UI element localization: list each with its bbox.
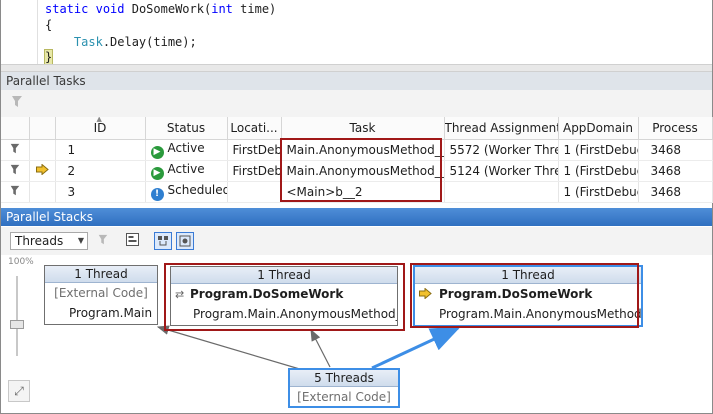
stack-frame[interactable]: Program.Main.AnonymousMethod__0 [193, 307, 397, 321]
parallel-tasks-grid: ▲ID Status Locati... Task Thread Assignm… [1, 117, 713, 203]
stack-frame[interactable]: [External Code] [54, 286, 148, 300]
task-id: 1 [55, 139, 146, 161]
flag-icon[interactable] [1, 160, 30, 182]
col-process[interactable]: Process [638, 117, 713, 140]
node-header: 1 Thread [415, 267, 641, 284]
zoom-rail [16, 276, 18, 356]
col-flag[interactable] [1, 117, 30, 140]
col-current[interactable] [29, 117, 56, 140]
col-appdomain[interactable]: AppDomain [558, 117, 639, 140]
stack-frame[interactable]: Program.Main [69, 306, 153, 320]
table-row[interactable]: 1 ▶Active FirstDeb Main.AnonymousMethod_… [1, 139, 713, 161]
thread-switch-icon: ⇄ [175, 288, 185, 301]
play-icon: ▶ [150, 146, 164, 159]
task-thread: 5124 (Worker Threac [444, 160, 559, 182]
col-task[interactable]: Task [281, 117, 445, 140]
editor-horizontal-scrollbar[interactable] [1, 64, 712, 72]
task-status: ▶Active [145, 160, 228, 182]
parallel-stacks-toolbar: Threads▼ [1, 227, 712, 255]
task-name: <Main>b__2 [281, 181, 445, 203]
view-mode-select[interactable]: Threads▼ [10, 232, 88, 250]
node-header: 1 Thread [45, 266, 157, 283]
task-location: FirstDeb [227, 139, 282, 161]
flag-icon[interactable] [1, 181, 30, 203]
stack-node-main[interactable]: 1 Thread [External Code] Program.Main [44, 265, 158, 325]
zoom-thumb[interactable] [10, 320, 24, 329]
col-id[interactable]: ▲ID [55, 117, 146, 140]
stack-frame[interactable]: ⇄Program.DoSomeWork [171, 284, 397, 304]
task-thread [444, 181, 559, 203]
table-row[interactable]: 3 !Scheduled <Main>b__2 1 (FirstDebug 34… [1, 181, 713, 203]
task-status: !Scheduled [145, 181, 228, 203]
code-line-4: } [43, 49, 54, 65]
auto-scroll-icon[interactable] [176, 232, 194, 250]
method0-highlight [164, 263, 405, 331]
task-location [227, 181, 282, 203]
toggle-method-view-icon[interactable] [123, 232, 141, 250]
fit-to-view-icon[interactable]: ⤢ [8, 380, 30, 402]
show-only-flagged-icon[interactable] [154, 232, 172, 250]
col-thread-assignment[interactable]: Thread Assignment [444, 117, 559, 140]
current-thread-arrow-icon [419, 285, 439, 304]
task-thread: 5572 (Worker Threac [444, 139, 559, 161]
stack-frame[interactable]: Program.Main.AnonymousMethod__1 [439, 307, 641, 321]
code-line-2: { [45, 18, 53, 32]
current-thread-arrow-icon [29, 160, 56, 182]
code-editor[interactable]: static void DoSomeWork(int time) { Task.… [1, 0, 712, 65]
task-id: 2 [55, 160, 146, 182]
parallel-stacks-title[interactable]: Parallel Stacks [1, 208, 712, 226]
editor-gutter [1, 0, 38, 64]
stack-node-method1[interactable]: 1 Thread Program.DoSomeWork Program.Main… [413, 265, 643, 327]
task-location: FirstDeb [227, 160, 282, 182]
code-line-3: Task.Delay(time); [73, 35, 197, 49]
task-process: 3468 [638, 181, 713, 203]
task-appdomain: 1 (FirstDebug [558, 181, 639, 203]
scheduled-icon: ! [150, 188, 164, 201]
stack-node-root[interactable]: 5 Threads [External Code] [288, 368, 400, 408]
current-cell [29, 181, 56, 203]
method1-highlight [410, 263, 639, 328]
stack-node-method0[interactable]: 1 Thread ⇄Program.DoSomeWork Program.Mai… [170, 266, 398, 326]
node-header: 5 Threads [290, 370, 398, 387]
table-row[interactable]: 2 ▶Active FirstDeb Main.AnonymousMethod_… [1, 160, 713, 182]
flag-filter-icon[interactable] [10, 95, 24, 112]
chevron-down-icon: ▼ [77, 236, 84, 245]
parallel-tasks-toolbar [1, 90, 712, 117]
code-line-1: static void DoSomeWork(int time) [45, 2, 277, 16]
task-appdomain: 1 (FirstDebug [558, 160, 639, 182]
parallel-tasks-title[interactable]: Parallel Tasks [1, 72, 712, 90]
flag-filter-icon[interactable] [94, 232, 112, 250]
node-header: 1 Thread [171, 267, 397, 284]
task-process: 3468 [638, 139, 713, 161]
stack-frame[interactable]: Program.DoSomeWork [415, 284, 641, 304]
play-icon: ▶ [150, 167, 164, 180]
zoom-label: 100% [8, 257, 34, 267]
stack-frame[interactable]: [External Code] [297, 390, 391, 404]
sort-up-icon: ▲ [96, 117, 102, 123]
col-location[interactable]: Locati... [227, 117, 282, 140]
task-status: ▶Active [145, 139, 228, 161]
task-name: Main.AnonymousMethod__1 [281, 160, 445, 182]
zoom-slider[interactable] [10, 268, 24, 360]
task-process: 3468 [638, 160, 713, 182]
flag-icon[interactable] [1, 139, 30, 161]
task-id: 3 [55, 181, 146, 203]
col-status[interactable]: Status [145, 117, 228, 140]
task-column-highlight [280, 138, 442, 202]
task-appdomain: 1 (FirstDebug [558, 139, 639, 161]
current-cell [29, 139, 56, 161]
task-name: Main.AnonymousMethod__0 [281, 139, 445, 161]
